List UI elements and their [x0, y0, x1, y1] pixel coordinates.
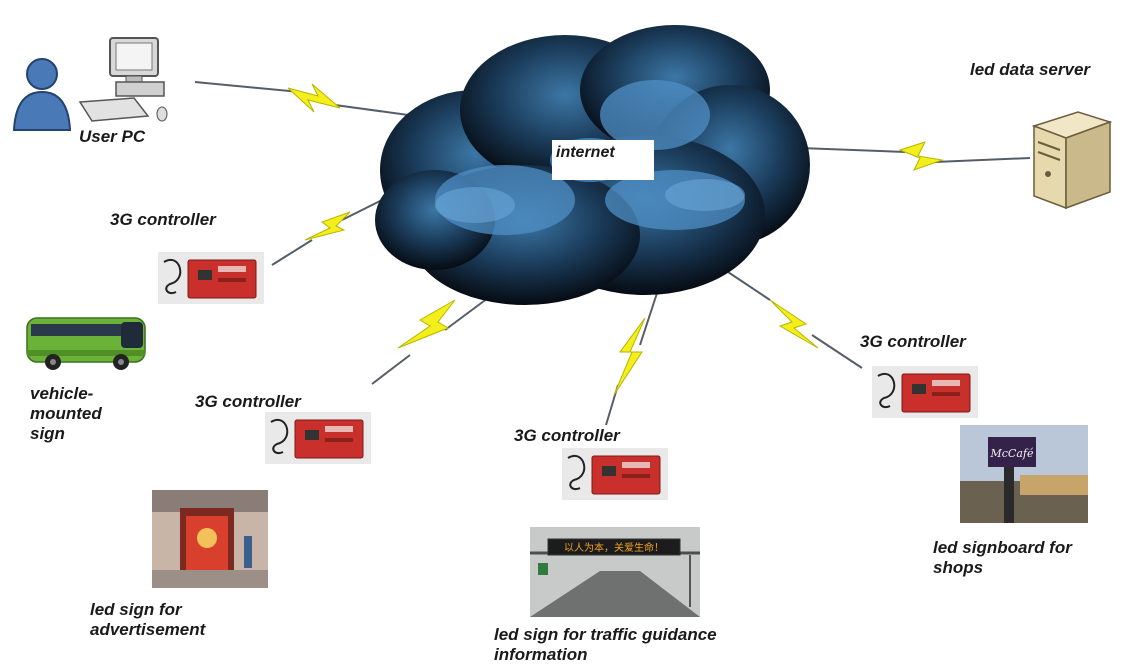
vehicle-sign-label: vehicle-mounted sign — [30, 384, 102, 443]
controller-3-icon — [562, 448, 668, 500]
link-line-controller-1 — [271, 239, 313, 266]
traffic-sign-display-text: 以人为本，关爱生命！ — [564, 541, 664, 554]
lightning-bolt-server — [898, 141, 944, 171]
lightning-bolt-controller-4 — [769, 299, 819, 349]
lightning-bolt-controller-3 — [613, 317, 646, 396]
traffic-sign-photo: 以人为本，关爱生命！ — [530, 527, 700, 617]
controller-3-label: 3G controller — [514, 426, 620, 445]
lightning-bolt-user-pc — [287, 83, 341, 113]
shop-signboard-photo: McCafé — [960, 425, 1088, 523]
shop-signboard-label: led signboard for shops — [933, 538, 1072, 577]
controller-2-icon — [265, 412, 371, 464]
user-pc-label: User PC — [79, 127, 146, 146]
shop-sign-brand-text: McCafé — [990, 447, 1034, 460]
lightning-bolt-controller-2 — [397, 299, 456, 349]
traffic-sign-label: led sign for traffic guidance informatio… — [494, 625, 717, 664]
link-line-controller-4b — [811, 334, 863, 369]
controller-2-label: 3G controller — [195, 392, 301, 411]
bus-icon — [26, 317, 146, 370]
server-icon — [1031, 111, 1113, 210]
advertisement-sign-photo — [152, 490, 268, 588]
link-line-controller-3b — [639, 289, 659, 346]
controller-1-icon — [158, 252, 264, 304]
link-line-controller-1b — [341, 199, 383, 221]
link-line-server — [799, 147, 906, 153]
advertisement-sign-label: led sign for advertisement — [90, 600, 206, 639]
controller-4-label: 3G controller — [860, 332, 966, 351]
link-line-user-pc — [194, 81, 301, 93]
user-pc-icon — [12, 37, 168, 131]
cloud-label-box — [552, 140, 654, 180]
server-label: led data server — [970, 60, 1091, 79]
controller-1-label: 3G controller — [110, 210, 216, 229]
link-line-controller-4 — [727, 271, 771, 301]
link-line-controller-2 — [371, 354, 411, 385]
link-line-controller-2b — [444, 297, 489, 331]
lightning-bolt-controller-1 — [304, 211, 351, 241]
controller-4-icon — [872, 366, 978, 418]
link-line-server-2 — [934, 157, 1031, 163]
cloud-label: internet — [556, 144, 615, 161]
